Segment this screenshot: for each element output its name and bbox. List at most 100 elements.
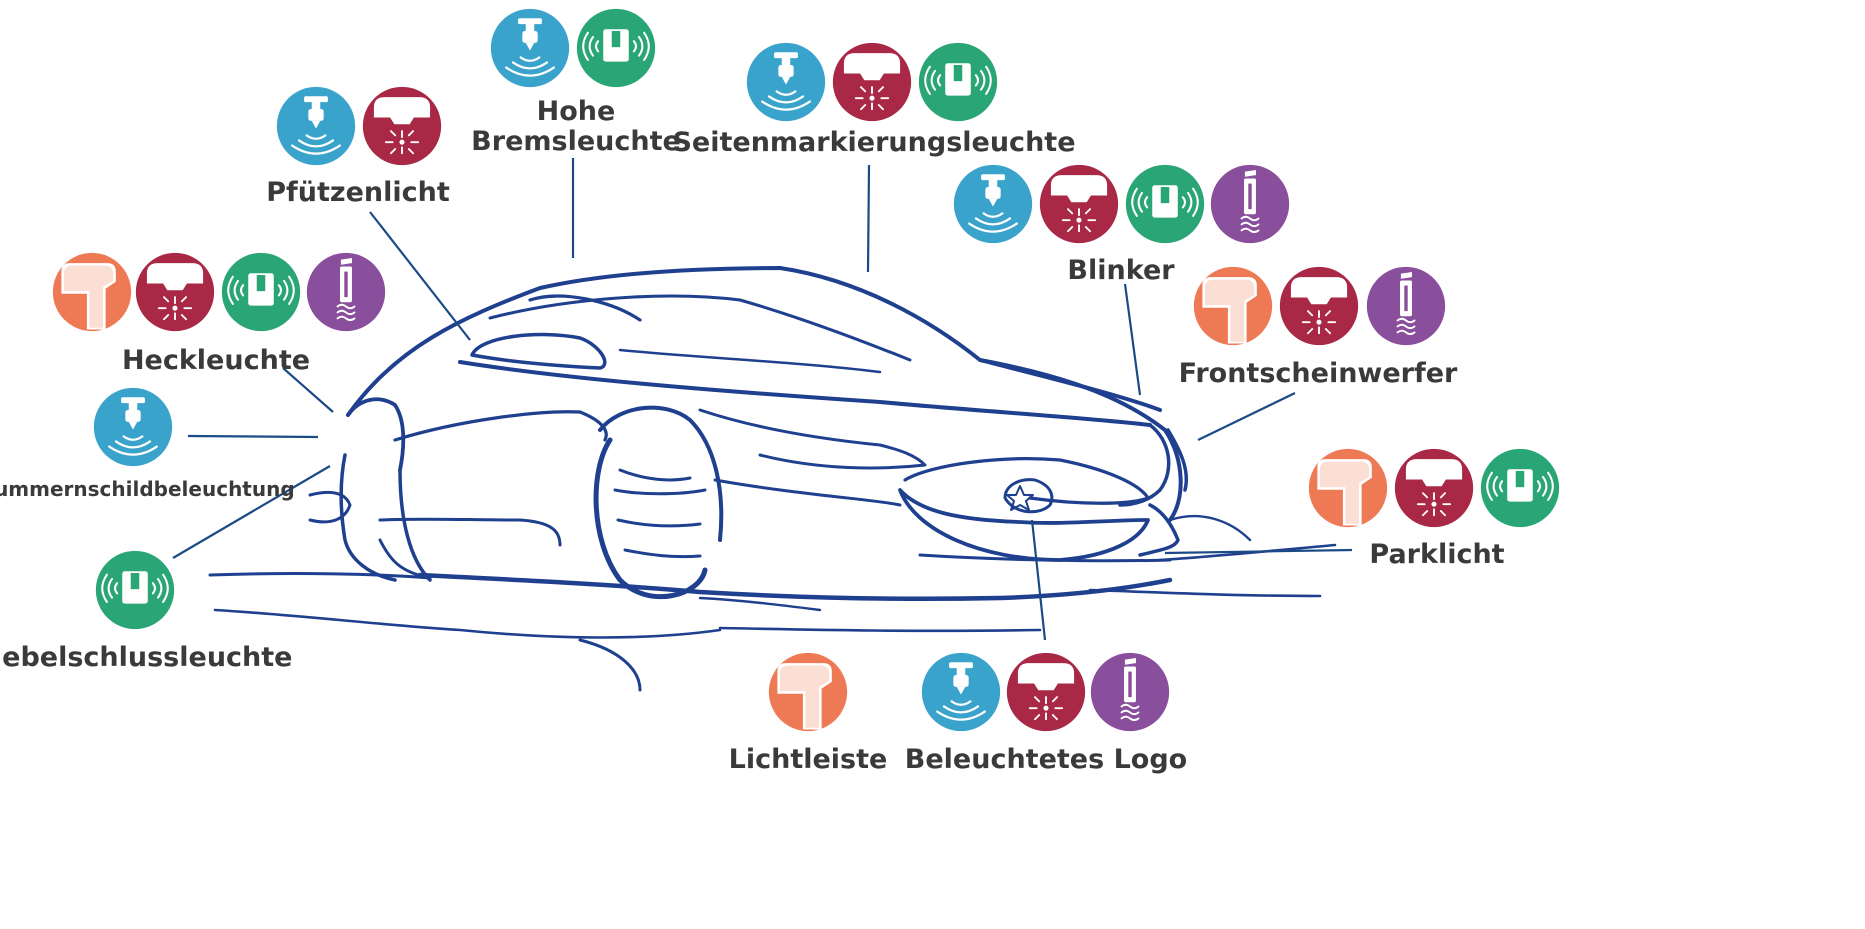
sensor-signal-icon xyxy=(1125,164,1205,244)
front-splitter xyxy=(918,553,1172,563)
light-guide-icon xyxy=(1193,266,1273,346)
sensor-signal-icon xyxy=(576,8,656,88)
belt-line-lower xyxy=(618,348,882,374)
leader-heckleuchte xyxy=(282,367,334,413)
front-fender xyxy=(1118,423,1171,507)
icons-frontscheinwerfer xyxy=(1193,266,1446,346)
installation-probe-icon xyxy=(276,86,356,166)
label-nummernschild: Nummernschildbeleuchtung xyxy=(0,477,295,501)
logo-emblem xyxy=(1003,478,1054,514)
laser-module-icon xyxy=(1006,652,1086,732)
door-side xyxy=(713,478,902,507)
front-lower-edge xyxy=(1138,503,1180,557)
ground-line-8 xyxy=(698,596,822,612)
label-lichtleiste: Lichtleiste xyxy=(729,744,888,775)
sensor-signal-icon xyxy=(918,42,998,122)
icons-puetzenlicht xyxy=(276,86,442,166)
ground-line-6 xyxy=(1158,543,1337,562)
icons-beleuchtetes-logo xyxy=(921,652,1170,732)
label-heckleuchte: Heckleuchte xyxy=(122,345,310,376)
car-roof-inner xyxy=(488,294,912,362)
side-sill xyxy=(417,572,1173,601)
icons-parklicht xyxy=(1308,448,1560,528)
rear-license-area xyxy=(378,517,562,547)
fiber-cable-icon xyxy=(306,252,386,332)
leader-lines xyxy=(172,158,1353,641)
label-nebelschluss: Nebelschlussleuchte xyxy=(0,642,292,673)
sensor-signal-icon xyxy=(1480,448,1560,528)
headlight-upper xyxy=(903,457,1150,505)
door-crease xyxy=(698,408,927,470)
front-wheel-rim xyxy=(593,437,708,600)
label-hohe-line2: Bremsleuchte xyxy=(471,126,681,157)
ground-line-7 xyxy=(1168,514,1252,542)
logo-star xyxy=(1006,485,1034,511)
leader-blinker xyxy=(1123,283,1142,396)
laser-module-icon xyxy=(832,42,912,122)
leader-nebelschluss xyxy=(172,465,331,559)
fiber-cable-icon xyxy=(1090,652,1170,732)
label-puetzenlicht: Pfützenlicht xyxy=(266,177,450,208)
ground-line-3 xyxy=(578,638,642,692)
front-grille xyxy=(898,488,1150,562)
icons-heckleuchte xyxy=(52,252,386,332)
label-seitenmarkierung: Seitenmarkierungsleuchte xyxy=(672,127,1075,158)
label-beleuchtetes-logo: Beleuchtetes Logo xyxy=(905,744,1187,775)
installation-probe-icon xyxy=(490,8,570,88)
label-parklicht: Parklicht xyxy=(1369,539,1504,570)
light-guide-icon xyxy=(1308,448,1388,528)
icons-nummernschild xyxy=(93,387,173,467)
icons-lichtleiste xyxy=(768,652,848,732)
windshield-frame xyxy=(528,294,642,322)
label-blinker: Blinker xyxy=(1067,255,1175,286)
leader-nummernschild xyxy=(187,434,319,439)
leader-logo xyxy=(1030,519,1047,641)
label-hohe-line1: Hohe xyxy=(537,96,616,127)
icons-hohe-bremsleuchte xyxy=(490,8,656,88)
installation-probe-icon xyxy=(921,652,1001,732)
laser-module-icon xyxy=(135,252,215,332)
sensor-signal-icon xyxy=(221,252,301,332)
fiber-cable-icon xyxy=(1366,266,1446,346)
ground-line-1 xyxy=(208,572,432,580)
sensor-signal-icon xyxy=(95,550,175,630)
icons-seitenmarkierung xyxy=(746,42,998,122)
belt-line xyxy=(458,360,1152,427)
front-wheel-spoke-a xyxy=(618,468,692,482)
rear-wheel-arch xyxy=(398,468,432,582)
laser-module-icon xyxy=(1039,164,1119,244)
leader-frontscheinwerfer xyxy=(1197,392,1296,441)
front-hood xyxy=(978,358,1183,522)
front-wheel-arch xyxy=(598,405,724,542)
installation-probe-icon xyxy=(953,164,1033,244)
rear-bumper-wave xyxy=(308,491,352,524)
fiber-cable-icon xyxy=(1210,164,1290,244)
laser-module-icon xyxy=(1394,448,1474,528)
car-sketch xyxy=(208,266,1337,692)
leader-puetzenlicht xyxy=(369,211,471,341)
installation-probe-icon xyxy=(93,387,173,467)
installation-probe-icon xyxy=(746,42,826,122)
label-frontscheinwerfer: Frontscheinwerfer xyxy=(1179,358,1458,389)
ground-line-5 xyxy=(1088,588,1322,598)
ground-line-2 xyxy=(213,608,722,639)
laser-module-icon xyxy=(1279,266,1359,346)
icons-nebelschluss xyxy=(95,550,175,630)
rear-bumper xyxy=(339,453,397,582)
light-guide-icon xyxy=(768,652,848,732)
front-wheel-spoke-b xyxy=(616,518,702,528)
rear-quarter xyxy=(346,397,406,472)
front-wheel-spoke-c xyxy=(623,548,702,559)
rear-body-panel xyxy=(393,410,608,442)
front-wheel-inner xyxy=(613,488,707,496)
laser-module-icon xyxy=(362,86,442,166)
leader-parklicht xyxy=(1164,548,1353,555)
front-nose xyxy=(1166,428,1189,492)
light-guide-icon xyxy=(52,252,132,332)
leader-seitenmarkierung xyxy=(866,164,871,273)
ground-line-4 xyxy=(718,626,1042,633)
icons-blinker xyxy=(953,164,1290,244)
rear-window xyxy=(470,332,607,370)
